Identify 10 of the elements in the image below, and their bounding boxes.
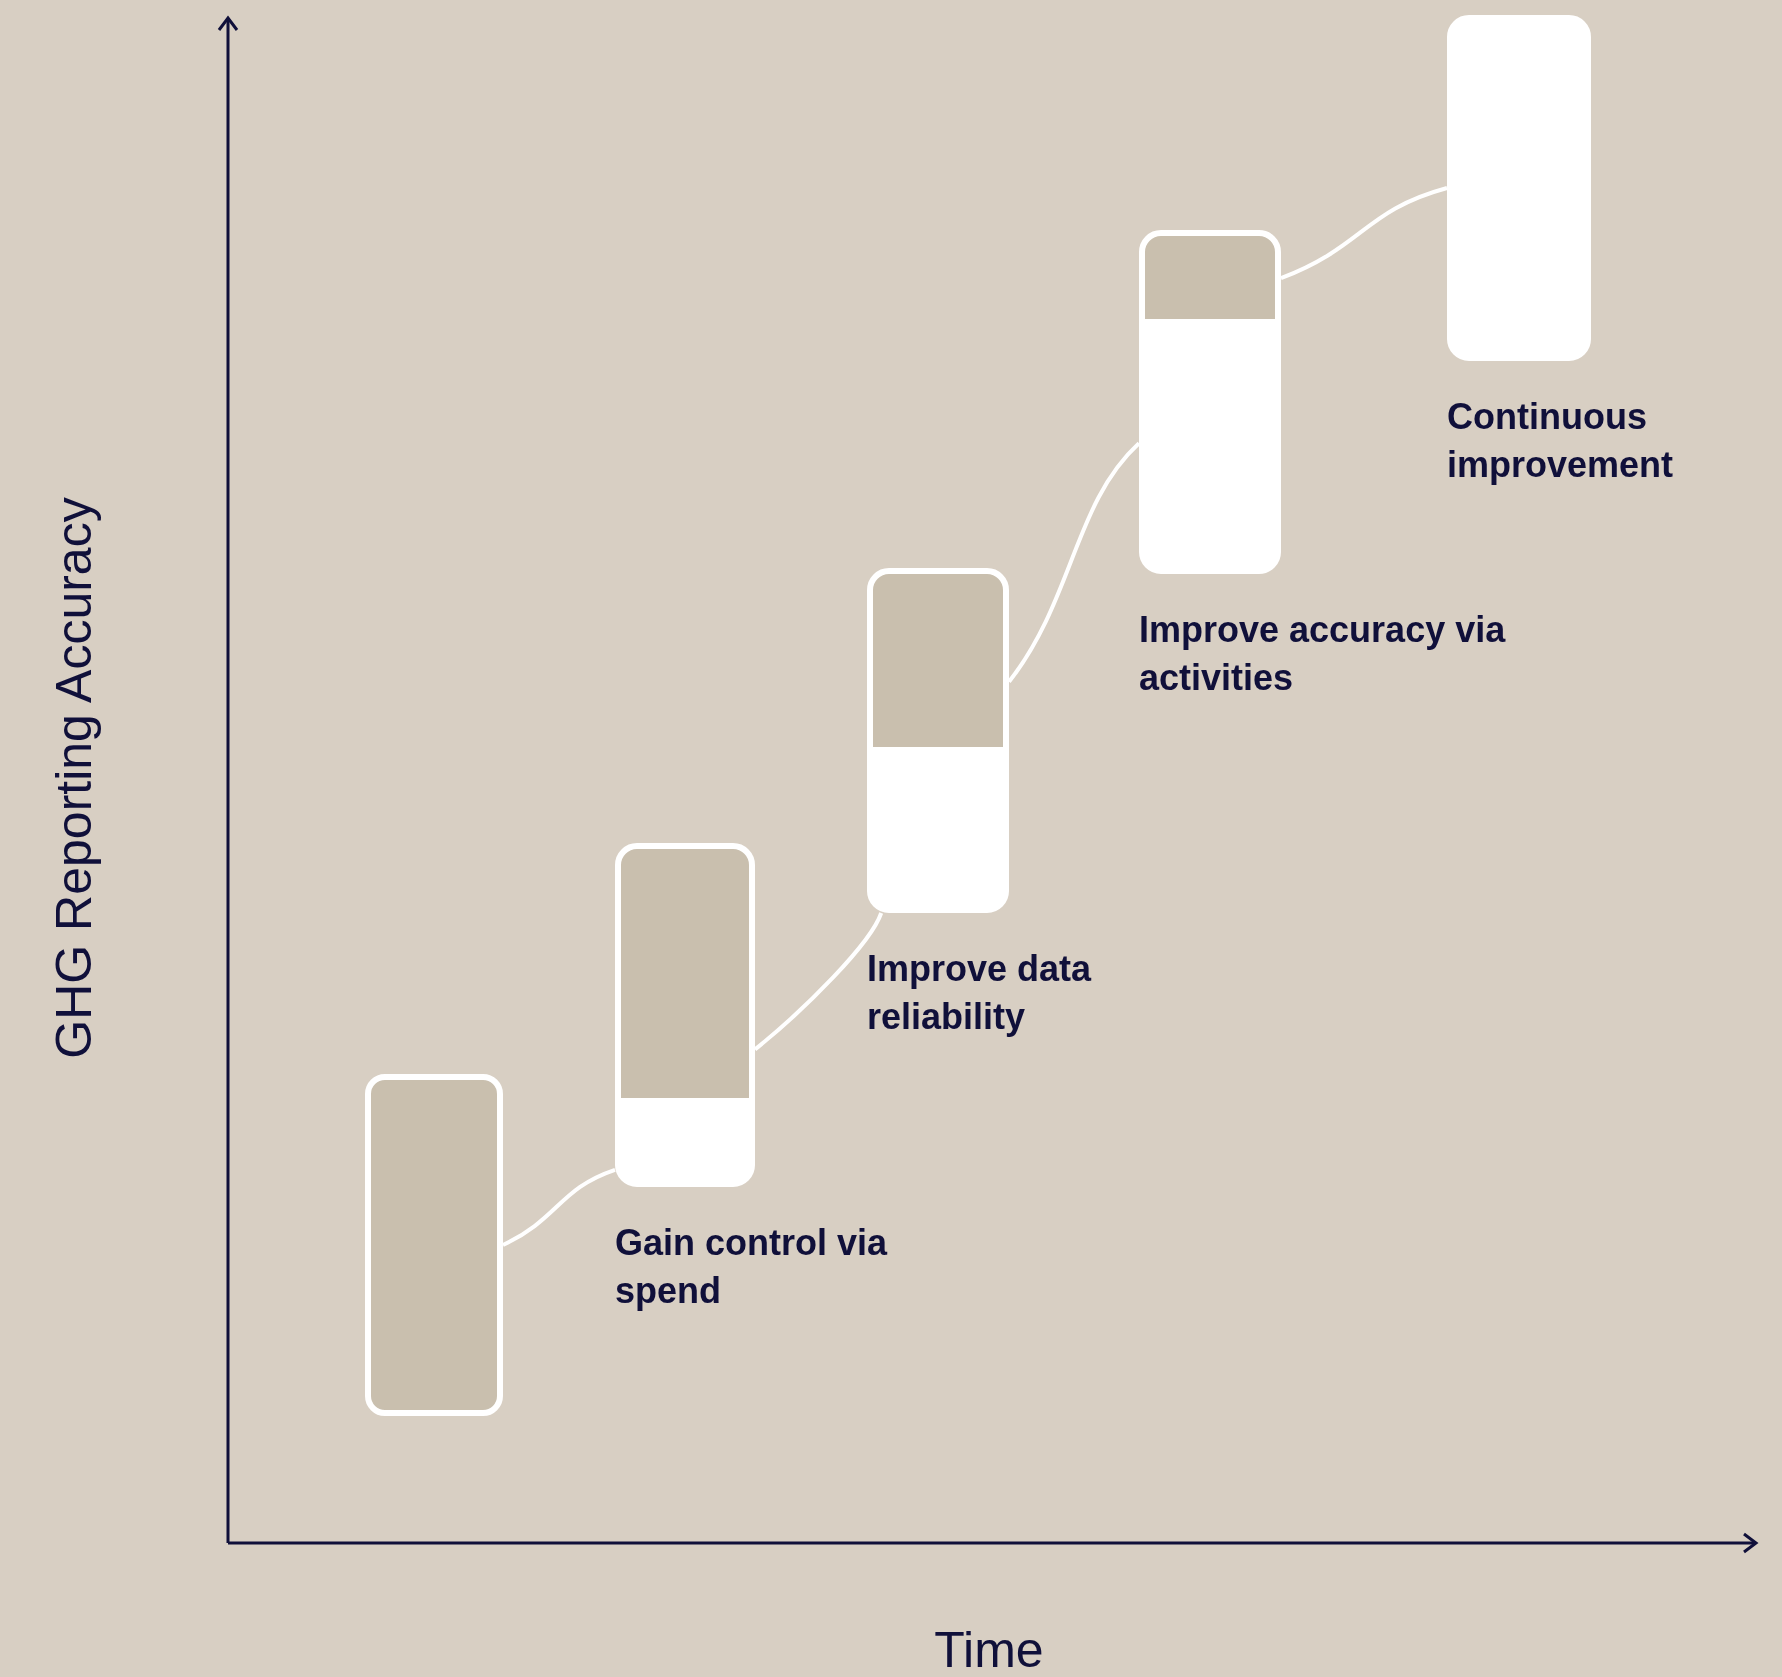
step-label: Gain control via spend	[615, 1221, 889, 1313]
axis-title: Time	[934, 1622, 1044, 1677]
step-label: Improve accuracy via activities	[1139, 608, 1507, 700]
step-label: Improve data reliability	[867, 947, 1093, 1039]
connector-curve	[1007, 441, 1141, 683]
axis-title: GHG Reporting Accuracy	[45, 497, 103, 1059]
connector-curve	[502, 1167, 616, 1247]
connector-curve	[753, 912, 884, 1051]
connector-curve	[1280, 186, 1448, 280]
step-label: Continuous improvement	[1447, 395, 1675, 487]
